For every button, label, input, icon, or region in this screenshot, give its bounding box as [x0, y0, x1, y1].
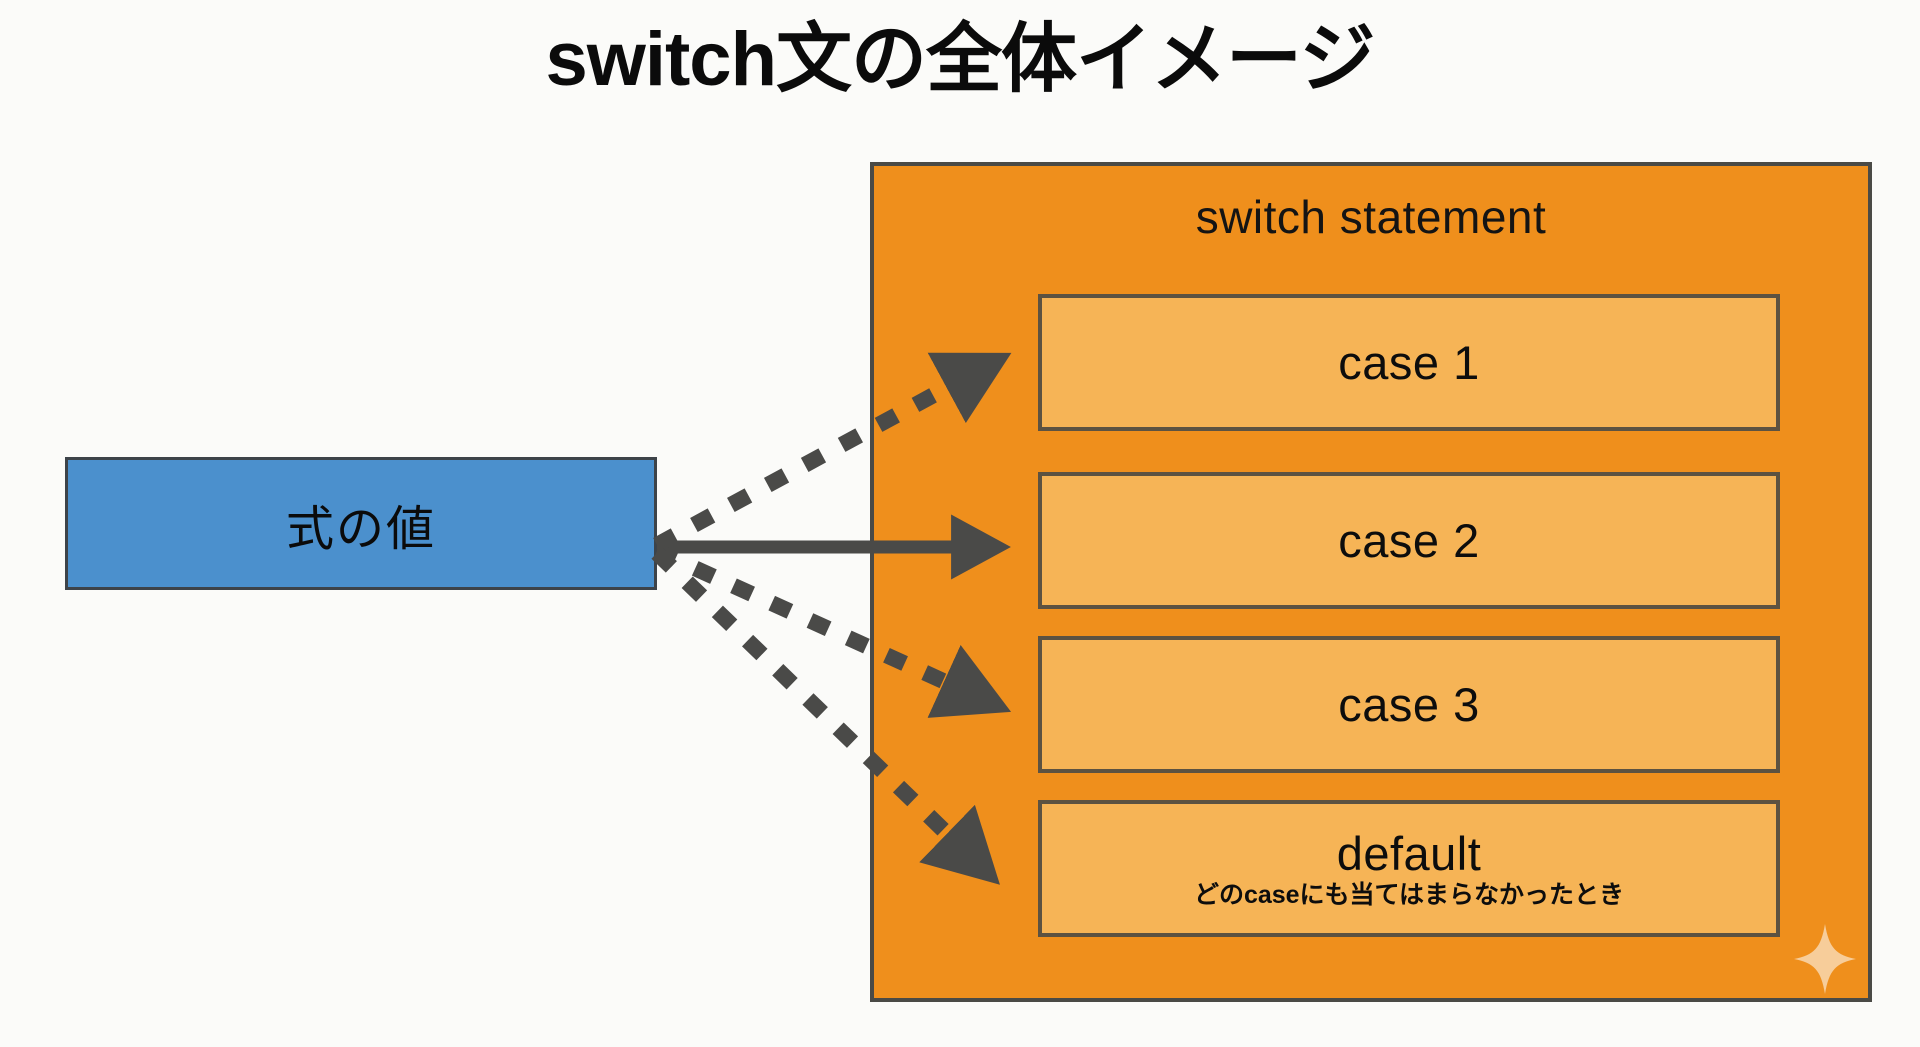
case-label: case 3	[1338, 677, 1480, 731]
case-label: default	[1336, 826, 1482, 880]
sparkle-icon	[1794, 924, 1856, 994]
case-box-2: case 2	[1038, 472, 1780, 609]
expression-value-label: 式の値	[285, 502, 436, 556]
case-box-default: default どのcaseにも当てはまらなかったとき	[1038, 800, 1780, 937]
case-sublabel: どのcaseにも当てはまらなかったとき	[1193, 880, 1625, 909]
case-box-1: case 1	[1038, 294, 1780, 431]
expression-value-box: 式の値	[65, 457, 657, 590]
case-label: case 1	[1338, 335, 1480, 389]
case-label: case 2	[1338, 513, 1480, 567]
case-box-3: case 3	[1038, 636, 1780, 773]
switch-statement-box: switch statement case 1 case 2 case 3 de…	[870, 162, 1872, 1002]
page-title: switch文の全体イメージ	[545, 17, 1376, 102]
switch-statement-title: switch statement	[1195, 191, 1547, 243]
